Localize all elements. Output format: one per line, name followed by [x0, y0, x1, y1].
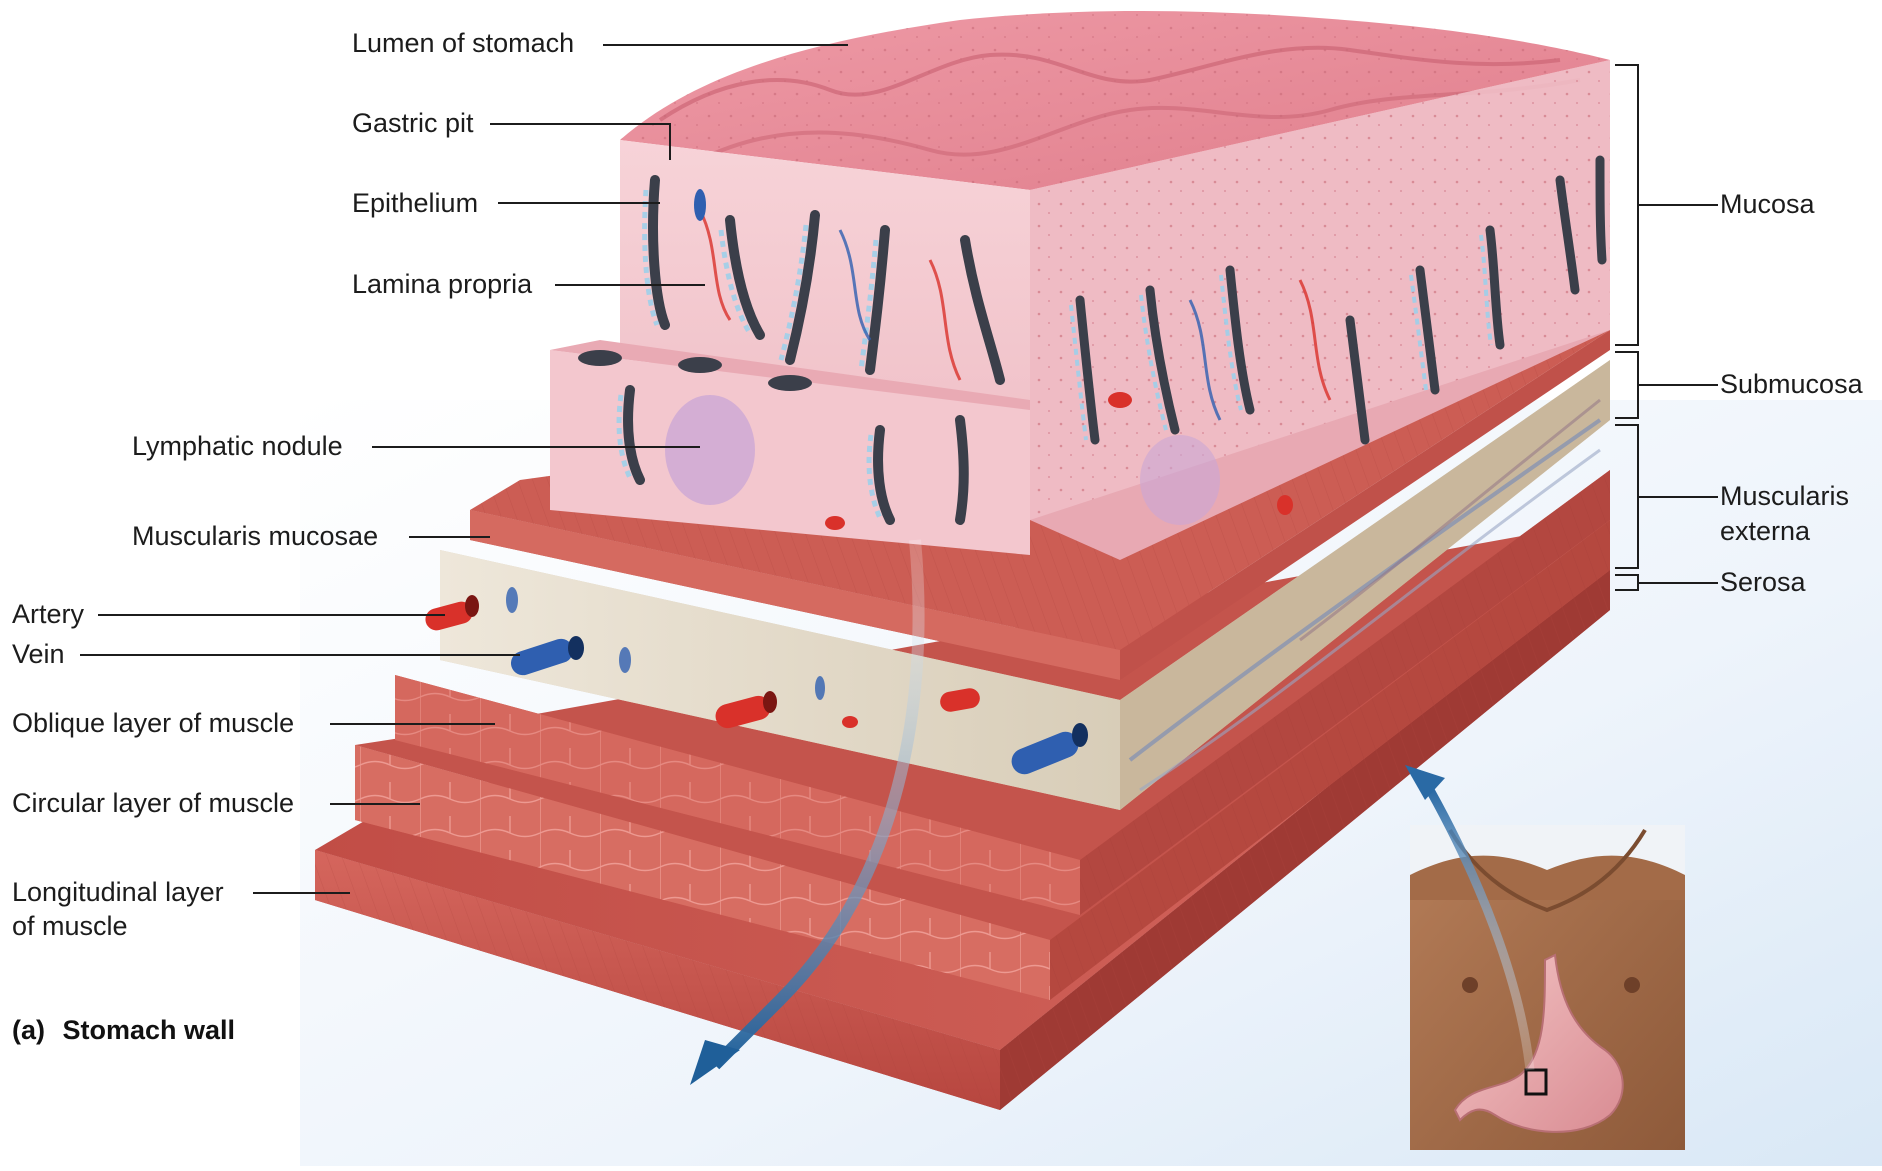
caption-title: Stomach wall — [63, 1015, 236, 1045]
bracket-mucosa — [1615, 65, 1718, 345]
label-longitudinal-layer-line2: of muscle — [12, 910, 128, 944]
label-oblique-layer: Oblique layer of muscle — [12, 707, 294, 741]
label-muscularis: Muscularis — [1720, 480, 1849, 514]
label-muscularis-mucosae: Muscularis mucosae — [132, 520, 378, 554]
figure-caption: (a) Stomach wall — [12, 1015, 245, 1046]
label-artery: Artery — [12, 598, 84, 632]
label-mucosa: Mucosa — [1720, 188, 1815, 222]
label-submucosa: Submucosa — [1720, 368, 1863, 402]
label-muscularis-externa: externa — [1720, 515, 1810, 549]
label-vein: Vein — [12, 638, 65, 672]
label-longitudinal-layer: Longitudinal layer — [12, 876, 224, 910]
label-lamina-propria: Lamina propria — [352, 268, 532, 302]
label-circular-layer: Circular layer of muscle — [12, 787, 294, 821]
label-epithelium: Epithelium — [352, 187, 478, 221]
label-lumen-of-stomach: Lumen of stomach — [352, 27, 574, 61]
label-gastric-pit: Gastric pit — [352, 107, 474, 141]
caption-marker: (a) — [12, 1015, 45, 1045]
label-lymphatic-nodule: Lymphatic nodule — [132, 430, 343, 464]
label-serosa: Serosa — [1720, 566, 1806, 600]
